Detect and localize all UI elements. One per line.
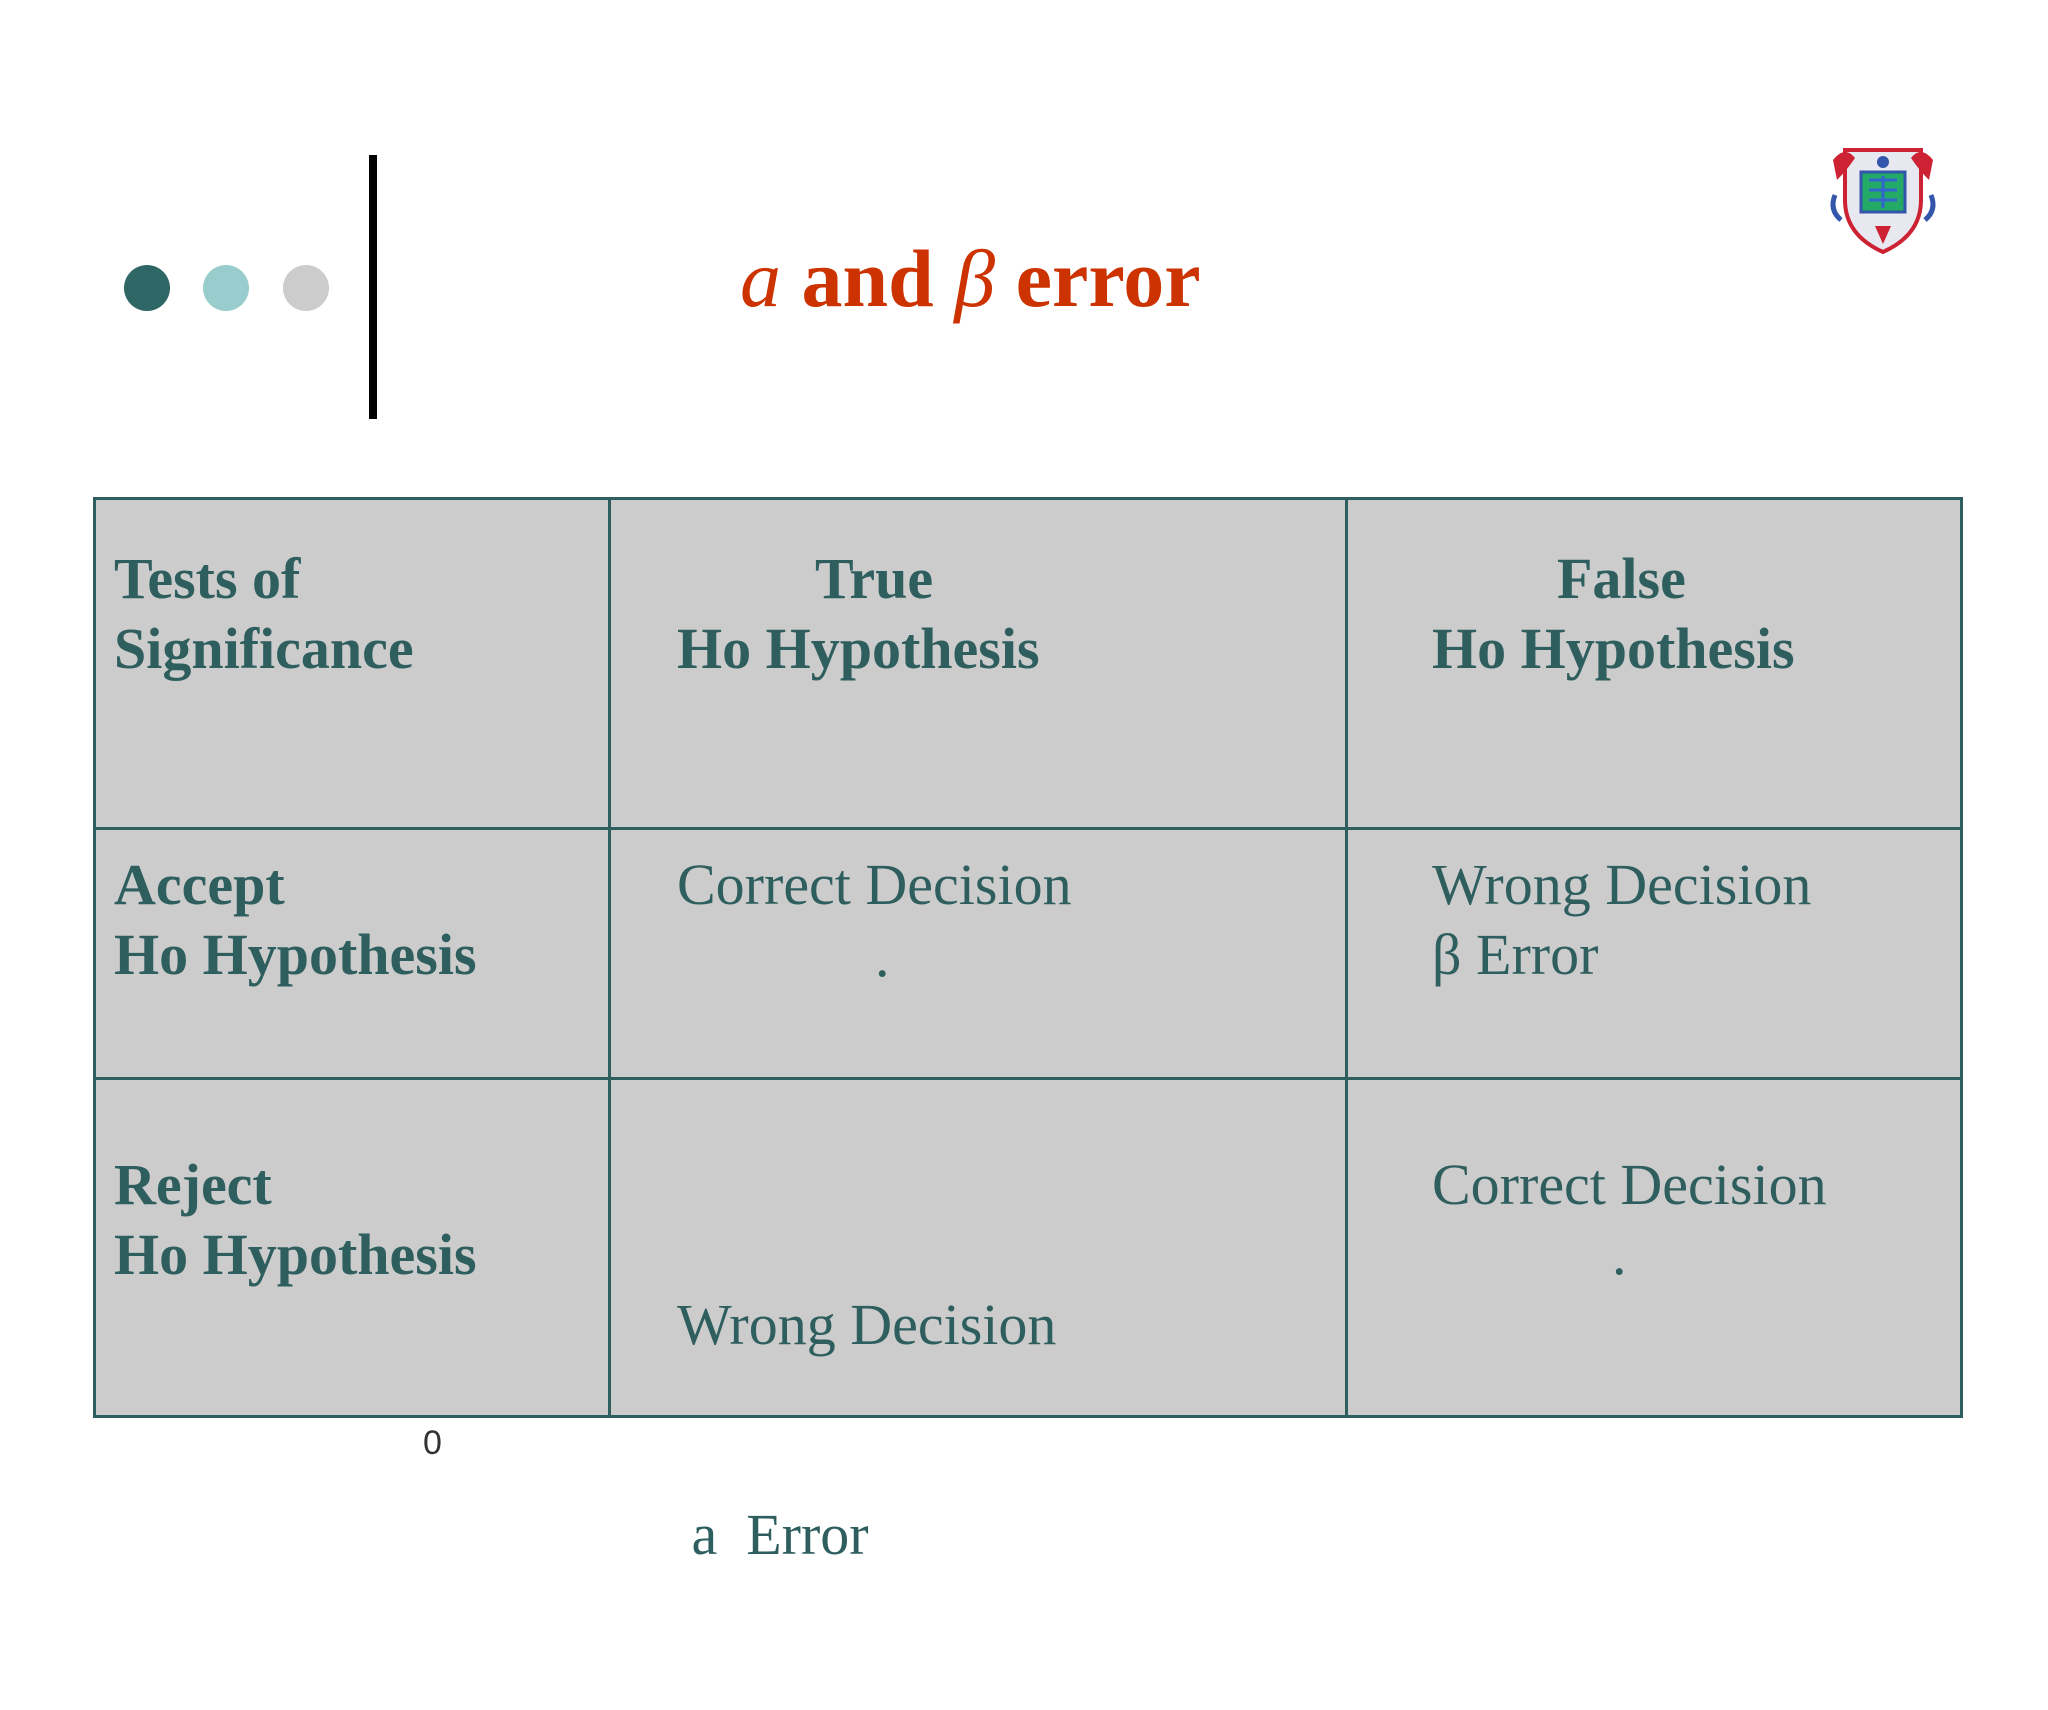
slide-title: a and β error (740, 238, 1300, 320)
decision-table: Tests of Significance True Ho Hypothesis… (93, 497, 1963, 1567)
accept-true-text: Correct Decision (677, 852, 1072, 917)
header-true-line2: Ho Hypothesis (677, 616, 1040, 681)
reject-false-cell: Correct Decision . (1345, 1077, 1963, 1418)
accept-true-mark: . (875, 924, 890, 989)
header-cell-true: True Ho Hypothesis (608, 497, 1348, 830)
accept-true-cell: Correct Decision . (608, 827, 1348, 1080)
row-accept-label: Accept Ho Hypothesis (93, 827, 611, 1080)
reject-true-cell: Wrong Decision a Error (608, 1077, 1348, 1567)
accept-label-line2: Ho Hypothesis (114, 922, 477, 987)
bullet-dot-grey (283, 265, 329, 311)
accept-label-line1: Accept (114, 852, 285, 917)
bullet-dot-light (203, 265, 249, 311)
header-cell-false: False Ho Hypothesis (1345, 497, 1963, 830)
header-tests-line1: Tests of (114, 546, 301, 611)
accept-false-line2: β Error (1432, 922, 1599, 987)
reject-label-line1: Reject (114, 1152, 272, 1217)
title-divider (369, 155, 377, 419)
header-true-line1: True (815, 546, 934, 611)
footer-number: 0 (423, 1424, 442, 1462)
title-error: error (995, 233, 1201, 324)
header-false-line2: Ho Hypothesis (1432, 616, 1795, 681)
reject-false-mark: . (1612, 1222, 1627, 1287)
title-beta: β (954, 233, 996, 324)
header-cell-tests: Tests of Significance (93, 497, 611, 830)
university-crest-logo (1830, 148, 1936, 255)
title-and: and (781, 233, 955, 324)
accept-false-line1: Wrong Decision (1432, 852, 1812, 917)
row-reject-label: Reject Ho Hypothesis (93, 1077, 611, 1418)
header-tests-line2: Significance (114, 616, 414, 681)
reject-label-line2: Ho Hypothesis (114, 1222, 477, 1287)
accept-false-cell: Wrong Decision β Error (1345, 827, 1963, 1080)
bullet-dot-dark (124, 265, 170, 311)
reject-true-line1: Wrong Decision (677, 1292, 1057, 1357)
reject-true-line2: a Error (677, 1502, 869, 1567)
header-false-line1: False (1557, 546, 1686, 611)
reject-false-text: Correct Decision (1432, 1152, 1827, 1217)
title-alpha: a (740, 233, 781, 324)
